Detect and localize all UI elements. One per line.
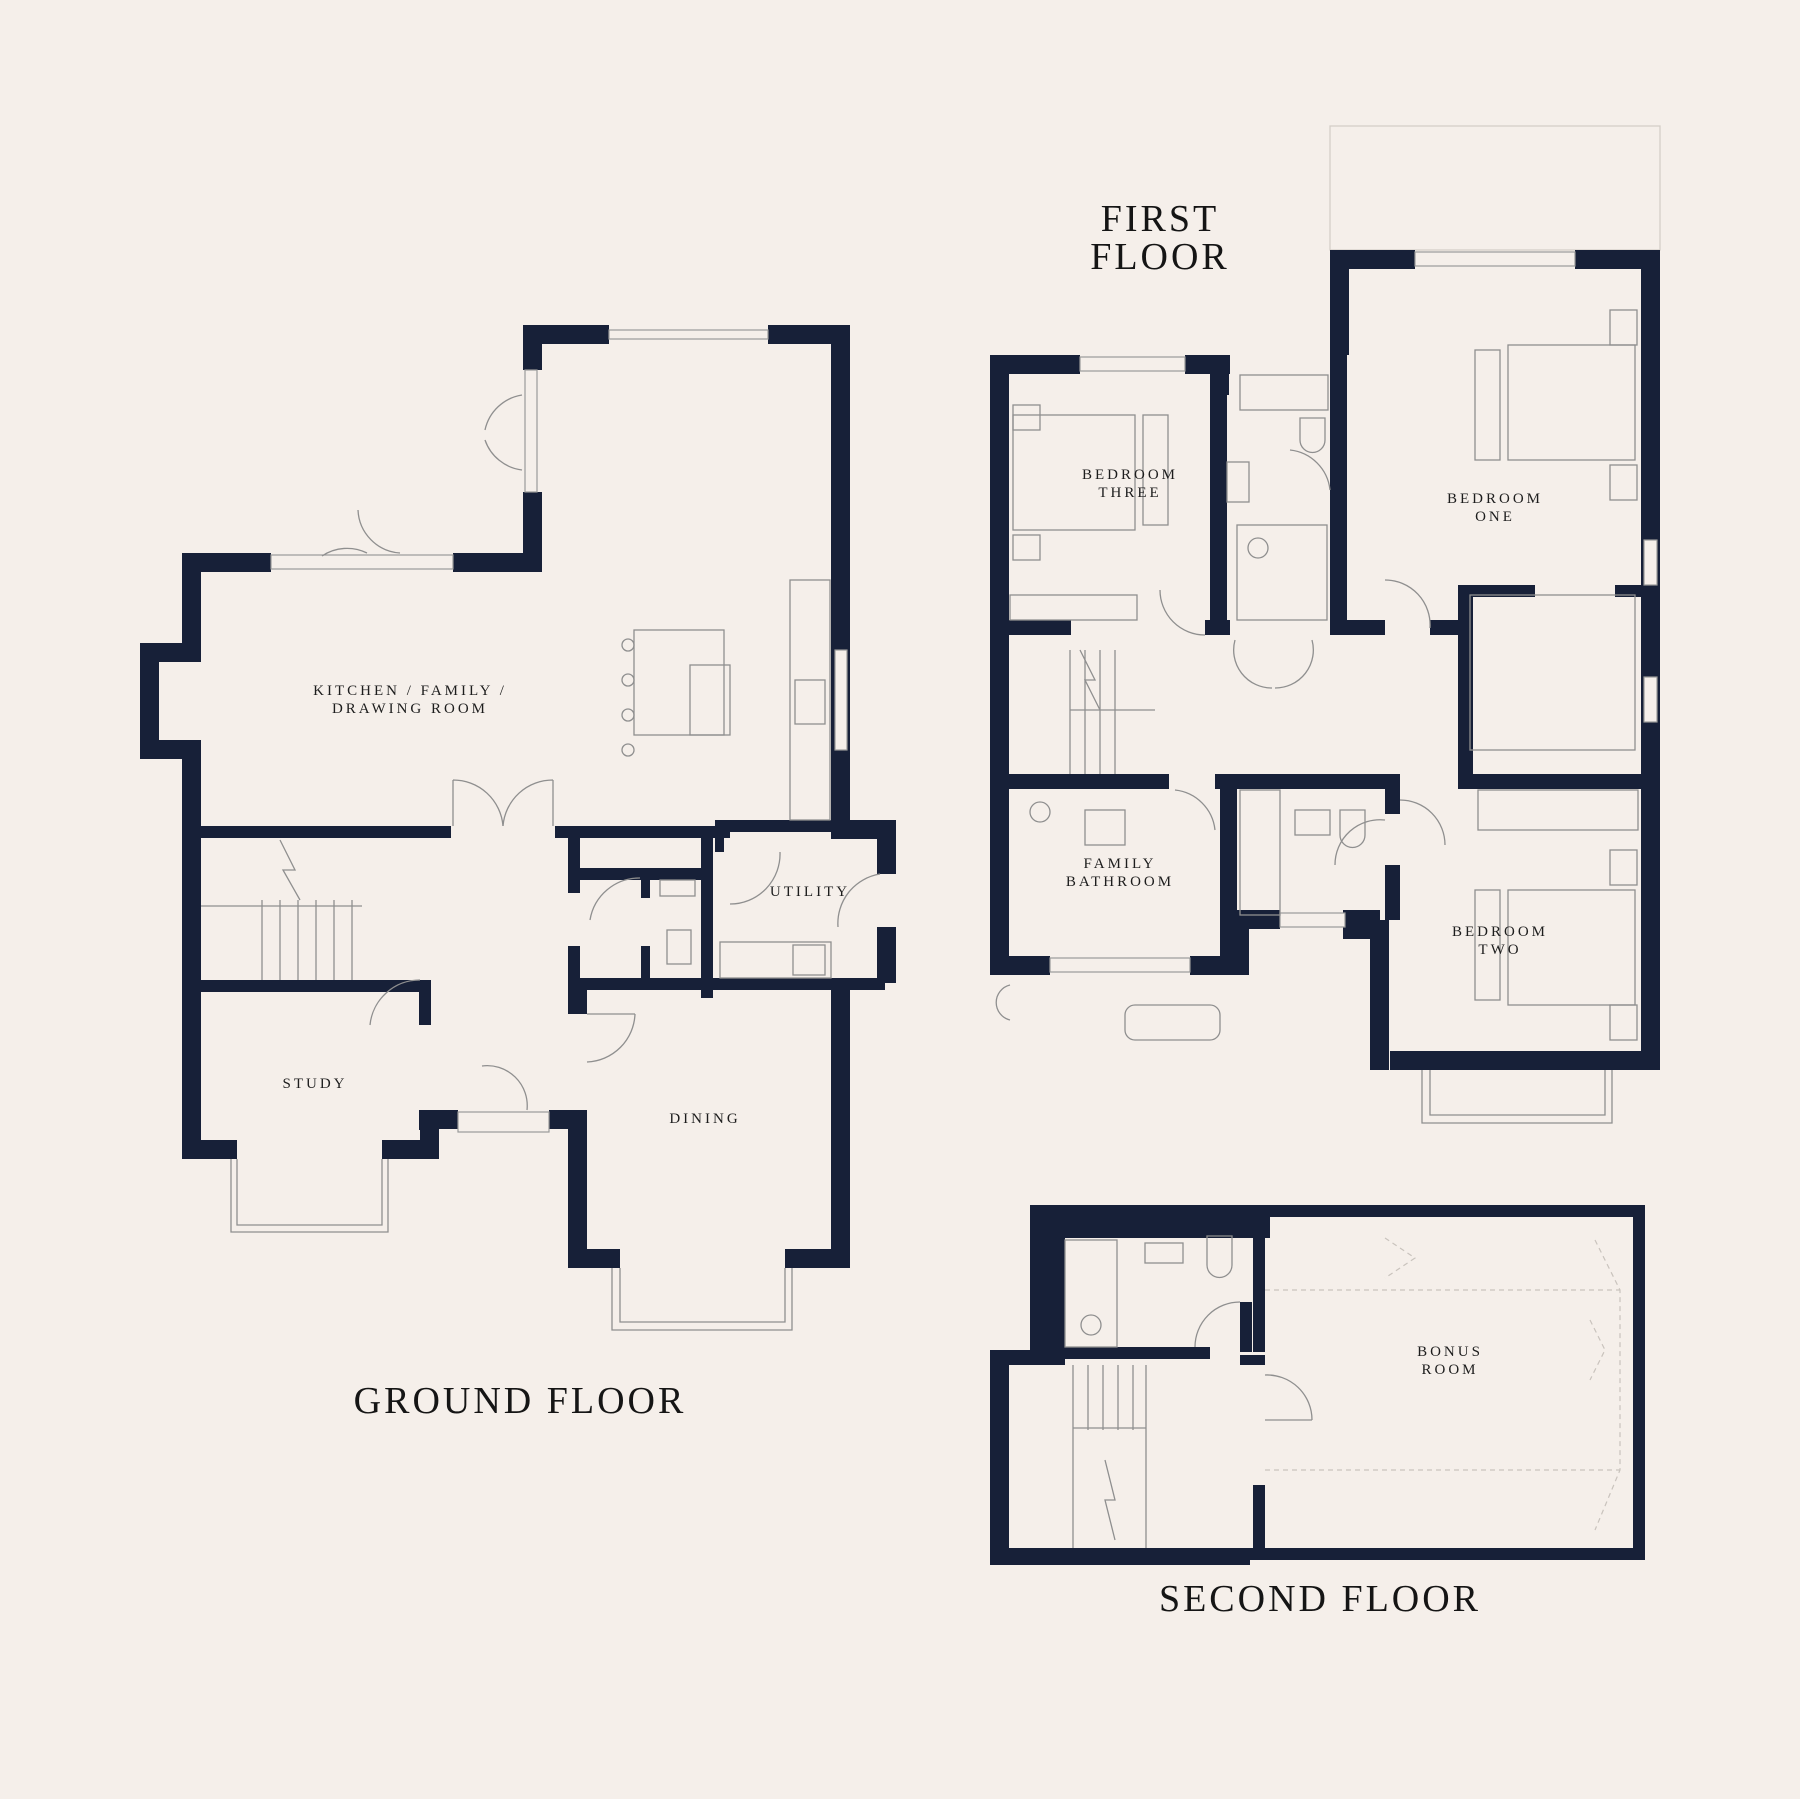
- room-label-bedroom-one: BEDROOM ONE: [1446, 491, 1543, 525]
- room-label-bonus-room: BONUS ROOM: [1417, 1344, 1483, 1378]
- room-label-bedroom-three: BEDROOM THREE: [1081, 467, 1178, 501]
- ground-floor-title: GROUND FLOOR: [353, 1380, 687, 1422]
- second-floor-title: SECOND FLOOR: [1158, 1578, 1482, 1620]
- room-label-family-bathroom: FAMILY BATHROOM: [1065, 856, 1175, 890]
- room-label-bedroom-two: BEDROOM TWO: [1451, 924, 1548, 958]
- room-label-utility: UTILITY: [769, 884, 851, 900]
- room-label-study: STUDY: [282, 1076, 348, 1092]
- room-label-dining: DINING: [669, 1111, 741, 1127]
- room-label-kitchen: KITCHEN / FAMILY / DRAWING ROOM: [313, 683, 507, 717]
- first-floor-plan: [990, 125, 1661, 1124]
- ground-floor-plan: [140, 325, 896, 1331]
- second-floor-plan: [990, 1205, 1645, 1565]
- first-floor-title: FIRST FLOOR: [1090, 198, 1230, 278]
